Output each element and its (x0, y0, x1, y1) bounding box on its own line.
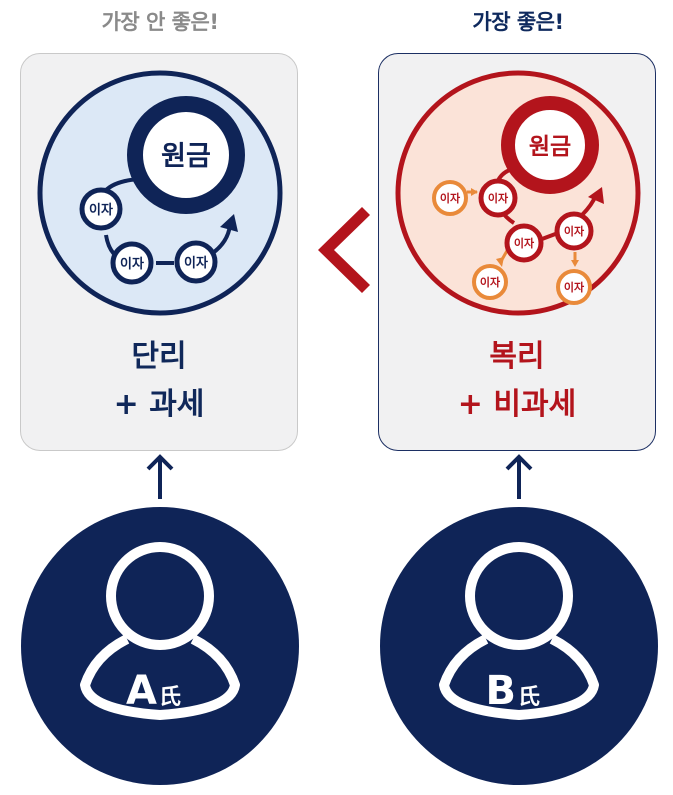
interest-circle (174, 240, 218, 284)
principal-circle (501, 96, 599, 194)
person-letter: B (486, 668, 517, 714)
worst-heading: 가장 안 좋은! (101, 10, 219, 34)
interest-label: 이자 (440, 191, 461, 205)
interest-label: 이자 (480, 275, 501, 289)
principal-label: 원금 (161, 141, 211, 172)
interest-circle-orange (472, 264, 508, 300)
branch-arrow (496, 257, 504, 267)
person-b-avatar: B 氏 (380, 507, 658, 785)
person-body-icon (439, 634, 599, 720)
interest-circle (504, 223, 544, 263)
interest-circle-orange (432, 180, 468, 216)
principal-circle (127, 96, 245, 214)
up-arrow-icon (146, 454, 174, 499)
interest-label: 이자 (564, 224, 585, 238)
up-arrow-icon (505, 454, 533, 499)
person-letter: A (126, 668, 157, 714)
person-suffix: 氏 (518, 685, 540, 710)
interest-circle (478, 178, 518, 218)
interest-circle (554, 211, 594, 251)
tax-free-label: + 비과세 (457, 387, 577, 422)
interest-label: 이자 (514, 236, 535, 250)
simple-interest-label: 단리 (131, 339, 187, 374)
person-body-icon (80, 634, 240, 720)
interest-circle-orange (556, 269, 592, 305)
person-head-icon (465, 542, 573, 650)
less-than-chevron-icon (318, 207, 370, 293)
branch-arrow (471, 188, 478, 196)
interest-label: 이자 (184, 255, 208, 271)
best-heading: 가장 좋은! (472, 10, 564, 34)
person-suffix: 氏 (159, 685, 181, 710)
simple-interest-diagram: 원금 이자 이자 이자 (37, 70, 283, 316)
branch-arrow (571, 260, 579, 267)
interest-circle (110, 241, 154, 285)
interest-label: 이자 (564, 280, 585, 294)
interest-label: 이자 (89, 202, 113, 218)
arrow-head (588, 187, 604, 204)
taxed-label: + 과세 (113, 387, 205, 422)
interest-circle (79, 187, 123, 231)
person-a-avatar: A 氏 (21, 507, 299, 785)
simple-interest-card: 원금 이자 이자 이자 단리 + 과세 (20, 53, 298, 451)
arrow-head (220, 214, 238, 232)
principal-label: 원금 (529, 134, 571, 160)
compound-interest-label: 복리 (489, 339, 545, 374)
interest-label: 이자 (120, 256, 144, 272)
person-head-icon (106, 542, 214, 650)
compound-interest-diagram: 원금 이자 이자 이자 이자 이자 이자 (395, 70, 641, 316)
compound-interest-card: 원금 이자 이자 이자 이자 이자 이자 복리 + 비과세 (378, 53, 656, 451)
interest-label: 이자 (488, 191, 509, 205)
